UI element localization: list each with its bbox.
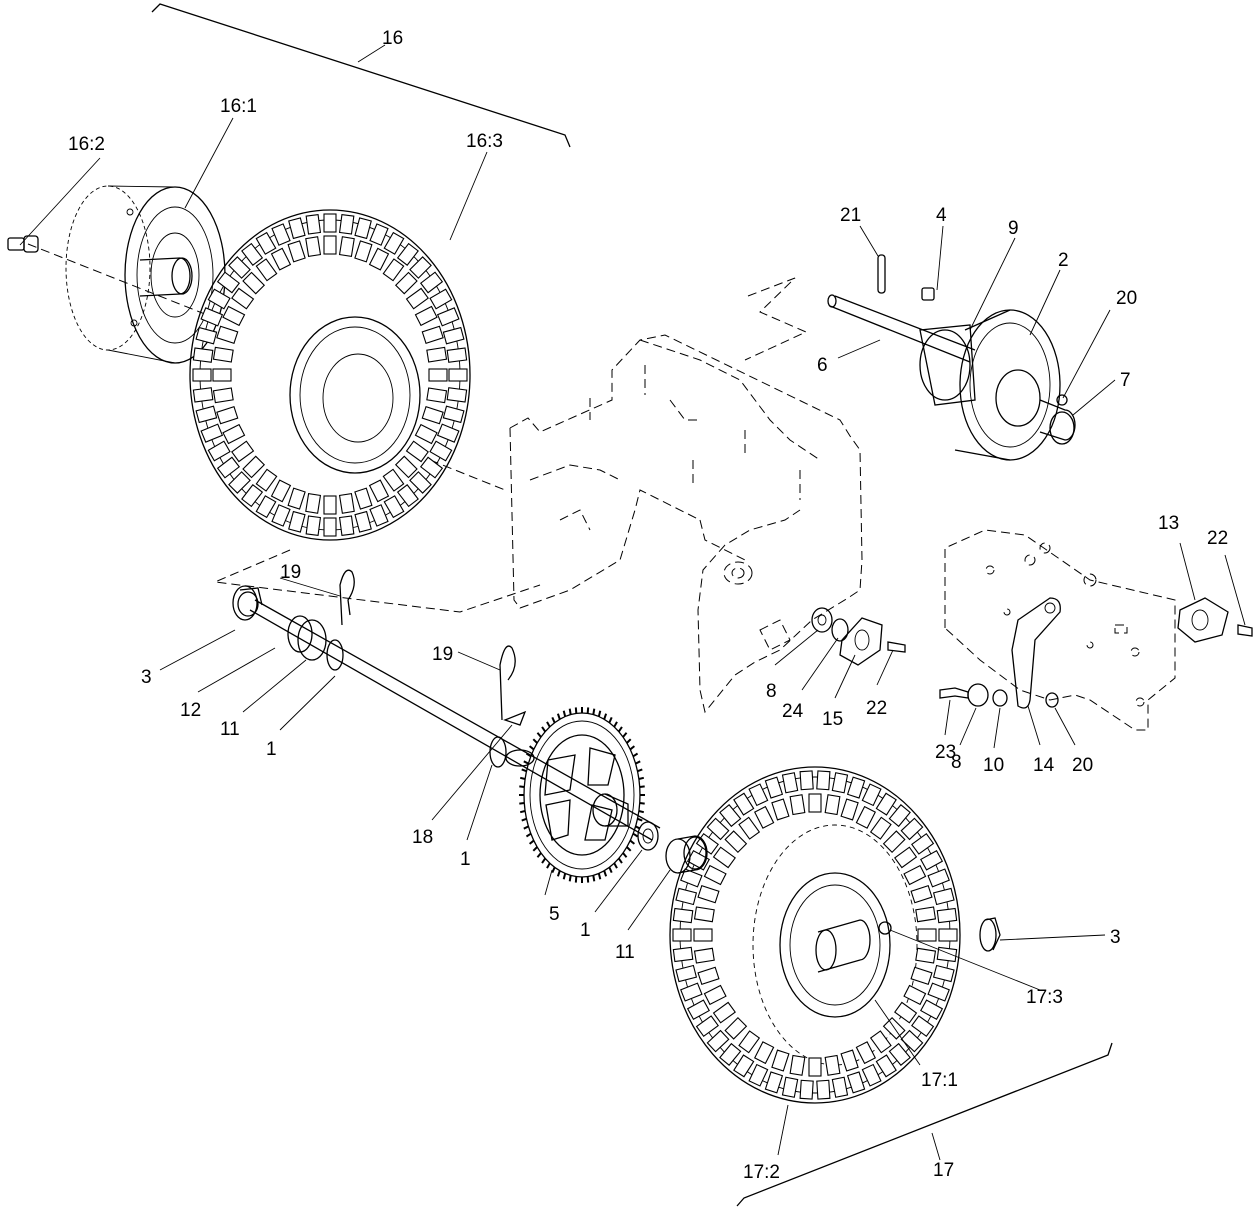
label-3-right: 3	[1110, 927, 1121, 948]
callout-labels: 16 16:1 16:2 16:3 21 4 9 2 20 7 6 19 19 …	[68, 28, 1228, 1183]
side-panel	[944, 529, 1176, 731]
clip-pin-right	[979, 917, 1001, 952]
label-23: 23	[935, 742, 956, 763]
label-8-left: 8	[766, 681, 777, 702]
label-10: 10	[983, 755, 1004, 776]
bearing-right	[665, 835, 708, 874]
label-19-upper: 19	[280, 562, 301, 583]
drive-shaft-assembly	[827, 254, 1076, 461]
leader-lines	[19, 44, 1246, 1161]
hairpin-19-upper	[339, 569, 355, 626]
left-hub-bolt	[7, 235, 39, 253]
label-2: 2	[1058, 250, 1069, 271]
label-13: 13	[1158, 513, 1179, 534]
label-20-upper: 20	[1116, 288, 1137, 309]
label-16-1: 16:1	[220, 96, 257, 117]
label-17-2: 17:2	[743, 1162, 780, 1183]
label-22-left: 22	[866, 698, 887, 719]
label-17: 17	[933, 1160, 954, 1181]
label-5: 5	[549, 904, 560, 925]
left-tire	[189, 209, 471, 541]
flange-bearing-13	[1177, 597, 1229, 643]
clip-pin-left	[232, 585, 263, 621]
hairpin-19-lower	[499, 645, 516, 721]
label-12: 12	[180, 700, 201, 721]
washer-8-right	[967, 683, 989, 707]
label-18: 18	[412, 827, 433, 848]
label-9: 9	[1008, 218, 1019, 239]
bolt-23	[939, 687, 969, 699]
bolt-22-right	[1237, 624, 1253, 637]
gear	[519, 707, 645, 883]
axle-shaft	[237, 591, 661, 841]
label-7: 7	[1120, 370, 1131, 391]
washer-24	[831, 618, 849, 642]
label-3-left: 3	[141, 667, 152, 688]
bolt-22-left	[887, 641, 906, 653]
frame-housing	[509, 334, 863, 714]
label-19-lower: 19	[432, 644, 453, 665]
label-24: 24	[782, 701, 804, 722]
label-22-right: 22	[1207, 528, 1228, 549]
washer-8-left	[811, 607, 833, 633]
assembly-axis-lines	[27, 243, 808, 613]
bracket-17	[736, 1042, 1113, 1207]
label-1-left: 1	[266, 739, 277, 760]
shift-arm-14	[1011, 597, 1061, 709]
washer-right	[637, 821, 659, 851]
label-17-3: 17:3	[1026, 987, 1063, 1008]
label-17-1: 17:1	[921, 1070, 958, 1091]
right-tire	[669, 766, 961, 1104]
bearing-flange-15	[839, 617, 883, 666]
label-8-right: 8	[951, 752, 962, 773]
label-4: 4	[936, 205, 947, 226]
label-16-3: 16:3	[466, 131, 503, 152]
label-6: 6	[817, 355, 828, 376]
key-18	[503, 710, 527, 726]
label-16: 16	[382, 28, 403, 49]
label-15: 15	[822, 709, 843, 730]
label-20-lower: 20	[1072, 755, 1093, 776]
nut-20-right	[1045, 692, 1059, 708]
spacer-10	[992, 689, 1008, 707]
label-16-2: 16:2	[68, 134, 105, 155]
left-rim	[65, 185, 226, 364]
bracket-16	[151, 3, 571, 148]
label-1-right: 1	[580, 920, 591, 941]
label-14: 14	[1033, 755, 1055, 776]
label-1-mid: 1	[460, 849, 471, 870]
label-11-left: 11	[220, 719, 240, 740]
label-21: 21	[840, 205, 861, 226]
label-11-right: 11	[615, 942, 635, 963]
